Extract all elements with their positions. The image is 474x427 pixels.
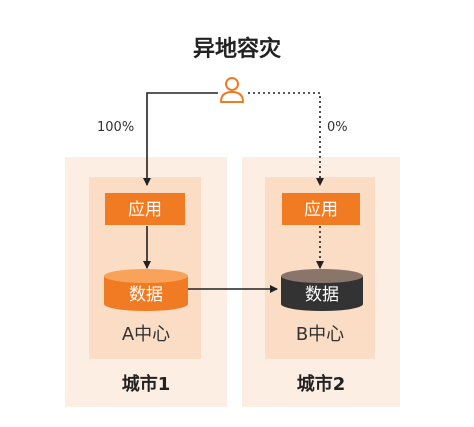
- db-label-b: 数据: [305, 285, 339, 305]
- traffic-percent-b: 0%: [327, 120, 348, 135]
- database-a: [104, 269, 188, 311]
- city-label-2: 城市2: [297, 373, 346, 395]
- app-box-b: [282, 193, 360, 225]
- diagram-title: 异地容灾: [193, 36, 282, 62]
- app-box-a: [105, 193, 185, 225]
- user-icon: [220, 77, 244, 103]
- db-label-a: 数据: [129, 285, 163, 305]
- center-label-b: B中心: [296, 324, 344, 345]
- traffic-line-to-b: [248, 92, 324, 186]
- traffic-percent-a: 100%: [97, 120, 134, 135]
- database-b: [281, 269, 363, 311]
- city-label-1: 城市1: [122, 373, 171, 395]
- app-label-b: 应用: [304, 200, 338, 220]
- app-label-a: 应用: [128, 200, 162, 220]
- center-label-a: A中心: [122, 324, 170, 345]
- traffic-line-to-a: [143, 92, 218, 186]
